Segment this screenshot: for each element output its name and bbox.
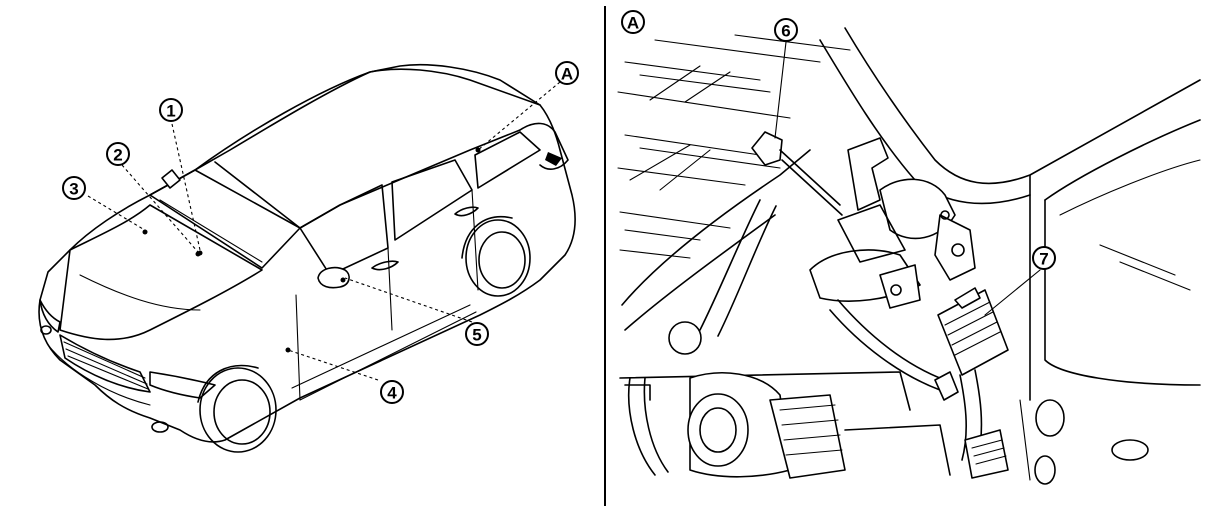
leader-lines-right [774,41,1041,316]
detail-view-a [617,27,1201,485]
svg-text:3: 3 [69,180,78,199]
callout-5: 5 [465,322,489,346]
callout-3: 3 [62,176,86,200]
svg-text:A: A [627,14,639,33]
leader-lines-left [87,81,561,381]
callout-4: 4 [380,380,404,404]
callout-7: 7 [1032,246,1056,270]
svg-text:7: 7 [1039,250,1048,269]
svg-text:5: 5 [472,326,481,345]
callout-6: 6 [774,18,798,42]
svg-text:A: A [561,65,573,84]
svg-text:2: 2 [113,146,122,165]
callout-1: 1 [159,98,183,122]
svg-text:1: 1 [166,102,175,121]
callout-a-right: A [621,10,645,34]
svg-text:6: 6 [781,22,790,41]
callout-a-left: A [555,61,579,85]
callout-2: 2 [106,142,130,166]
svg-text:4: 4 [387,384,397,403]
car-illustration [38,63,576,453]
